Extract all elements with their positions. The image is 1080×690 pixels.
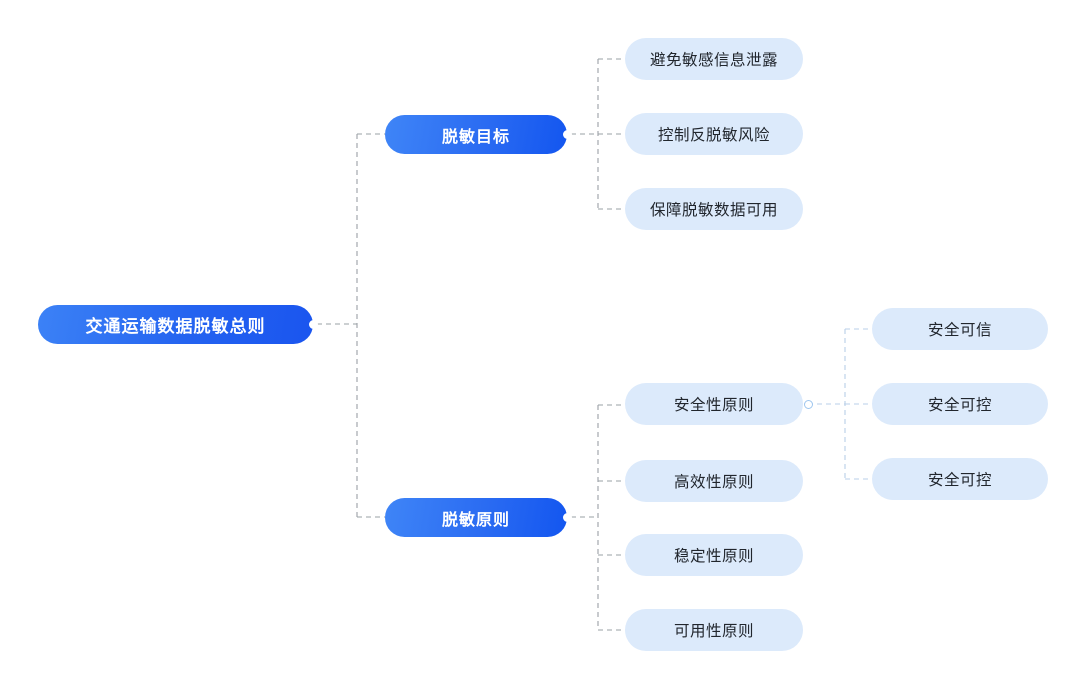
node-root[interactable]: 交通运输数据脱敏总则 — [38, 305, 313, 344]
node-branch-principle-label: 脱敏原则 — [441, 511, 510, 529]
node-goal-child-3[interactable]: 保障脱敏数据可用 — [625, 188, 803, 230]
port-security — [804, 400, 813, 409]
node-goal-child-2[interactable]: 控制反脱敏风险 — [625, 113, 803, 155]
node-branch-goal[interactable]: 脱敏目标 — [385, 115, 567, 154]
node-principle-child-4[interactable]: 可用性原则 — [625, 609, 803, 651]
node-security-child-2-label: 安全可控 — [927, 397, 992, 414]
node-principle-child-2-label: 高效性原则 — [673, 474, 754, 491]
node-goal-child-2-label: 控制反脱敏风险 — [657, 127, 770, 144]
port-branch-principle — [563, 513, 572, 522]
node-security-child-1-label: 安全可信 — [927, 322, 992, 339]
node-security-child-3-label: 安全可控 — [927, 472, 992, 489]
node-principle-child-1-label: 安全性原则 — [673, 397, 754, 414]
node-security-child-1[interactable]: 安全可信 — [872, 308, 1048, 350]
node-goal-child-1-label: 避免敏感信息泄露 — [649, 52, 778, 69]
node-principle-child-4-label: 可用性原则 — [673, 623, 754, 640]
node-principle-child-3[interactable]: 稳定性原则 — [625, 534, 803, 576]
node-branch-principle[interactable]: 脱敏原则 — [385, 498, 567, 537]
node-principle-child-2[interactable]: 高效性原则 — [625, 460, 803, 502]
port-branch-goal — [563, 130, 572, 139]
node-branch-goal-label: 脱敏目标 — [441, 128, 510, 146]
node-security-child-3[interactable]: 安全可控 — [872, 458, 1048, 500]
node-goal-child-1[interactable]: 避免敏感信息泄露 — [625, 38, 803, 80]
node-goal-child-3-label: 保障脱敏数据可用 — [649, 202, 778, 219]
port-root — [309, 320, 318, 329]
node-security-child-2[interactable]: 安全可控 — [872, 383, 1048, 425]
node-principle-child-1[interactable]: 安全性原则 — [625, 383, 803, 425]
node-root-label: 交通运输数据脱敏总则 — [85, 317, 266, 336]
node-principle-child-3-label: 稳定性原则 — [673, 548, 754, 565]
